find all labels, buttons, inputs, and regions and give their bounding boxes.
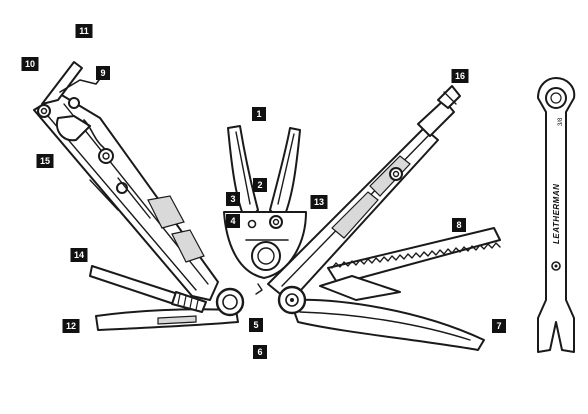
callout-badge	[96, 66, 110, 80]
saw-blade	[319, 227, 501, 301]
callout-number: 8	[456, 220, 461, 230]
callout-number: 7	[496, 321, 501, 331]
file-tool	[89, 265, 207, 313]
pivots	[215, 283, 307, 317]
callout-number: 4	[230, 216, 235, 226]
callout-8: 8	[452, 218, 466, 232]
bit-driver: LEATHERMAN 3/8	[537, 77, 576, 353]
callout-15: 15	[36, 154, 54, 168]
callout-16: 16	[451, 69, 469, 83]
callout-number: 16	[455, 71, 465, 81]
callout-badge	[21, 57, 39, 71]
callout-badge	[452, 218, 466, 232]
callout-1: 1	[252, 107, 266, 121]
callout-badge	[492, 319, 506, 333]
callout-number: 15	[40, 156, 50, 166]
callout-12: 12	[62, 319, 80, 333]
callout-badge	[451, 69, 469, 83]
callout-badge	[310, 195, 328, 209]
callout-badge	[36, 154, 54, 168]
bit-driver-size-mark: 3/8	[558, 117, 564, 126]
callout-10: 10	[21, 57, 39, 71]
callout-number: 6	[257, 347, 262, 357]
pliers	[223, 125, 307, 279]
callout-number: 13	[314, 197, 324, 207]
bit-driver-brand: LEATHERMAN	[552, 184, 561, 244]
callout-9: 9	[96, 66, 110, 80]
callout-badge	[226, 214, 240, 228]
callout-badge	[70, 248, 88, 262]
knife-blades	[95, 298, 485, 351]
callout-number: 3	[230, 194, 235, 204]
callout-4: 4	[226, 214, 240, 228]
callout-number: 10	[25, 59, 35, 69]
callout-11: 11	[75, 24, 93, 38]
callout-number: 9	[100, 68, 105, 78]
callout-7: 7	[492, 319, 506, 333]
callout-14: 14	[70, 248, 88, 262]
callout-badge	[75, 24, 93, 38]
callout-badge	[252, 107, 266, 121]
callout-badge	[249, 318, 263, 332]
callout-number: 14	[74, 250, 84, 260]
callout-2: 2	[253, 178, 267, 192]
callout-13: 13	[310, 195, 328, 209]
callout-5: 5	[249, 318, 263, 332]
callout-6: 6	[253, 345, 267, 359]
callout-badge	[253, 178, 267, 192]
callout-number: 2	[257, 180, 262, 190]
callout-3: 3	[226, 192, 240, 206]
callout-badge	[62, 319, 80, 333]
callout-number: 11	[79, 26, 89, 36]
callout-badge	[226, 192, 240, 206]
callout-number: 1	[256, 109, 261, 119]
left-handle	[33, 61, 219, 301]
callout-number: 12	[66, 321, 76, 331]
callout-badge	[253, 345, 267, 359]
callout-number: 5	[253, 320, 258, 330]
